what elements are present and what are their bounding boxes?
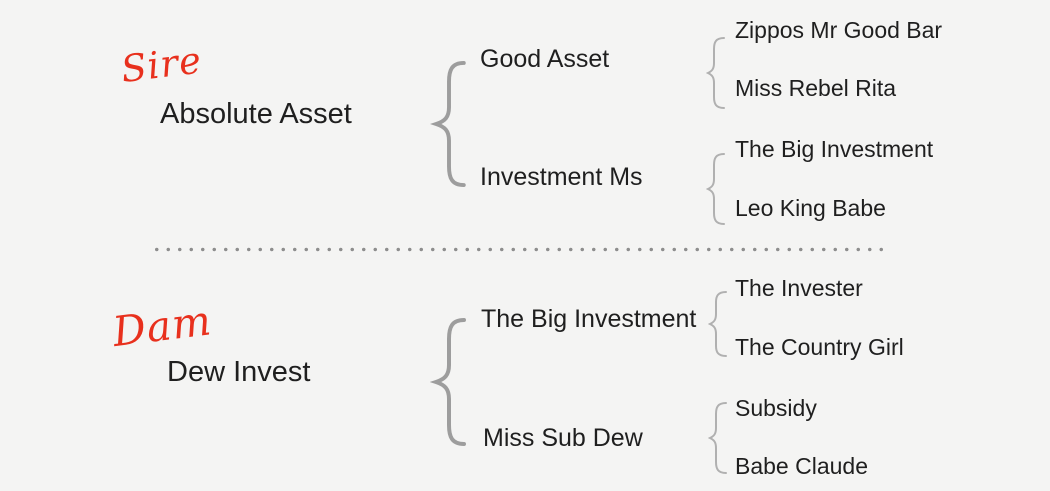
dam-gp-brace-1-icon xyxy=(708,290,728,358)
dotted-divider xyxy=(151,247,891,252)
sire-parent-2-name: Investment Ms xyxy=(480,163,643,191)
dam-grandparent-2: The Country Girl xyxy=(735,334,904,360)
dam-gp-brace-2-icon xyxy=(708,401,728,475)
sire-name: Absolute Asset xyxy=(160,98,352,130)
sire-role-label: Sire xyxy=(118,38,205,91)
sire-grandparent-2: Miss Rebel Rita xyxy=(735,75,897,101)
dam-parent-1-name: The Big Investment xyxy=(481,305,697,333)
sire-grandparent-4: Leo King Babe xyxy=(735,195,886,221)
sire-grandparent-3: The Big Investment xyxy=(735,136,934,162)
sire-gp-brace-2-icon xyxy=(706,152,726,226)
dam-parent-2-name: Miss Sub Dew xyxy=(483,424,643,452)
sire-brace-icon xyxy=(430,60,468,188)
dam-brace-icon xyxy=(430,317,468,447)
sire-grandparent-1: Zippos Mr Good Bar xyxy=(735,17,943,43)
sire-parent-1-name: Good Asset xyxy=(480,45,610,73)
dam-grandparent-1: The Invester xyxy=(735,275,863,301)
dam-grandparent-4: Babe Claude xyxy=(735,453,868,479)
dam-name: Dew Invest xyxy=(167,356,311,388)
sire-gp-brace-1-icon xyxy=(706,36,726,110)
dam-role-label: Dam xyxy=(110,296,215,356)
dam-grandparent-3: Subsidy xyxy=(735,395,817,421)
